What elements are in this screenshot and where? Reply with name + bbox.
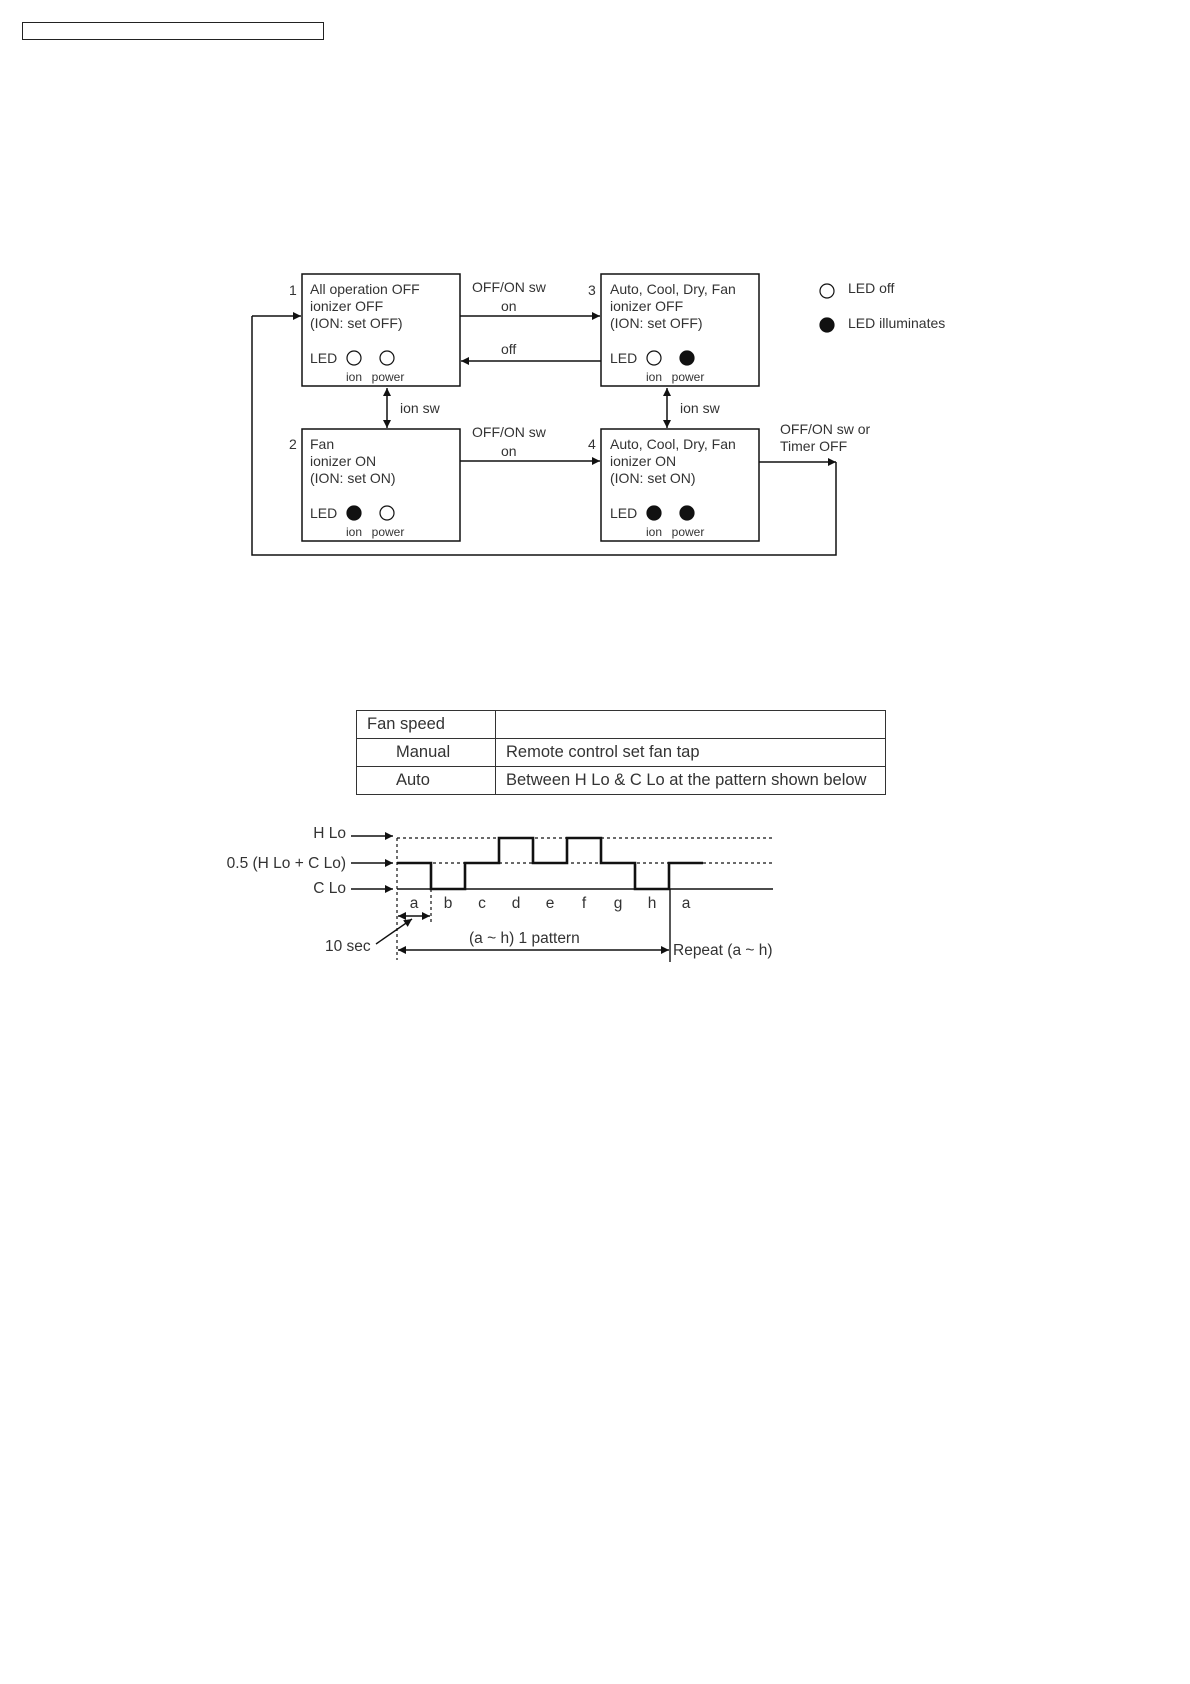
state-box-3 xyxy=(600,273,760,387)
state-1-power-label: power xyxy=(372,370,405,384)
label-2-to-4-on: on xyxy=(501,443,517,459)
segment-letter-g: g xyxy=(614,895,623,912)
state-4-line-2: ionizer ON xyxy=(610,453,676,469)
level-label-high: H Lo xyxy=(313,825,346,842)
segment-letter-h: h xyxy=(648,895,657,912)
state-3-line-2: ionizer OFF xyxy=(610,298,683,314)
label-4-exit-1: OFF/ON sw or xyxy=(780,421,871,437)
state-2-led-label: LED xyxy=(310,505,337,521)
state-number-4: 4 xyxy=(588,436,596,452)
return-line-4-to-1 xyxy=(251,316,837,556)
segment-letter-b: b xyxy=(444,895,453,912)
table-row: Fan speed xyxy=(356,710,886,739)
segment-letter-a: a xyxy=(682,895,691,912)
state-4-line-1: Auto, Cool, Dry, Fan xyxy=(610,436,736,452)
table-cell-manual-desc: Remote control set fan tap xyxy=(495,738,886,767)
label-1-to-3-sw: OFF/ON sw xyxy=(472,279,547,295)
state-4-power-led-on xyxy=(679,505,695,521)
legend-led-on-icon xyxy=(819,317,835,333)
segment-letter-d: d xyxy=(512,895,521,912)
legend-led-on-label: LED illuminates xyxy=(848,315,945,331)
state-1-ion-label: ion xyxy=(346,370,362,384)
state-4-ion-label: ion xyxy=(646,525,662,539)
interval-pointer xyxy=(375,918,413,945)
state-3-power-label: power xyxy=(672,370,705,384)
state-4-power-label: power xyxy=(672,525,705,539)
label-3-4-ion-sw: ion sw xyxy=(680,400,721,416)
state-2-ion-label: ion xyxy=(346,525,362,539)
table-row: Auto Between H Lo & C Lo at the pattern … xyxy=(356,766,886,795)
state-4-led-label: LED xyxy=(610,505,637,521)
state-box-2 xyxy=(301,428,461,542)
label-1-to-3-on: on xyxy=(501,298,517,314)
state-3-line-3: (ION: set OFF) xyxy=(610,315,703,331)
state-2-line-3: (ION: set ON) xyxy=(310,470,396,486)
state-4-ion-led-on xyxy=(646,505,662,521)
state-number-3: 3 xyxy=(588,282,596,298)
state-2-power-led-off xyxy=(379,505,395,521)
segment-letter-e: e xyxy=(546,895,555,912)
table-cell-manual: Manual xyxy=(356,738,496,767)
label-4-exit-2: Timer OFF xyxy=(780,438,847,454)
state-4-line-3: (ION: set ON) xyxy=(610,470,696,486)
state-2-line-2: ionizer ON xyxy=(310,453,376,469)
level-label-low: C Lo xyxy=(313,880,346,897)
state-2-power-label: power xyxy=(372,525,405,539)
state-1-line-2: ionizer OFF xyxy=(310,298,383,314)
label-1-2-ion-sw: ion sw xyxy=(400,400,441,416)
table-row: Manual Remote control set fan tap xyxy=(356,738,886,767)
table-header-fan-speed: Fan speed xyxy=(356,710,496,739)
level-label-mid: 0.5 (H Lo + C Lo) xyxy=(227,855,346,872)
label-3-to-1-off: off xyxy=(501,341,516,357)
state-2-line-1: Fan xyxy=(310,436,334,452)
fan-speed-waveform xyxy=(397,836,703,891)
header-box xyxy=(22,22,324,40)
legend-led-off-icon xyxy=(819,283,835,299)
state-1-line-3: (ION: set OFF) xyxy=(310,315,403,331)
state-box-4 xyxy=(600,428,760,542)
state-1-ion-led-off xyxy=(346,350,362,366)
state-3-led-label: LED xyxy=(610,350,637,366)
segment-letter-f: f xyxy=(582,895,587,912)
state-number-2: 2 xyxy=(289,436,297,452)
state-1-line-1: All operation OFF xyxy=(310,281,420,297)
segment-letter-c: c xyxy=(478,895,486,912)
repeat-label: Repeat (a ~ h) xyxy=(673,942,773,959)
state-1-led-label: LED xyxy=(310,350,337,366)
state-3-power-led-on xyxy=(679,350,695,366)
state-3-ion-led-off xyxy=(646,350,662,366)
state-3-ion-label: ion xyxy=(646,370,662,384)
table-cell-auto: Auto xyxy=(356,766,496,795)
table-header-blank xyxy=(495,710,886,739)
state-box-1 xyxy=(301,273,461,387)
interval-label: 10 sec xyxy=(325,938,371,955)
state-3-line-1: Auto, Cool, Dry, Fan xyxy=(610,281,736,297)
legend-led-off-label: LED off xyxy=(848,280,895,296)
table-cell-auto-desc: Between H Lo & C Lo at the pattern shown… xyxy=(495,766,886,795)
state-2-ion-led-on xyxy=(346,505,362,521)
segment-letter-a: a xyxy=(410,895,419,912)
fan-speed-table: Fan speed Manual Remote control set fan … xyxy=(356,710,886,795)
state-number-1: 1 xyxy=(289,282,297,298)
label-2-to-4-sw: OFF/ON sw xyxy=(472,424,547,440)
pattern-span-label: (a ~ h) 1 pattern xyxy=(469,930,580,947)
state-1-power-led-off xyxy=(379,350,395,366)
